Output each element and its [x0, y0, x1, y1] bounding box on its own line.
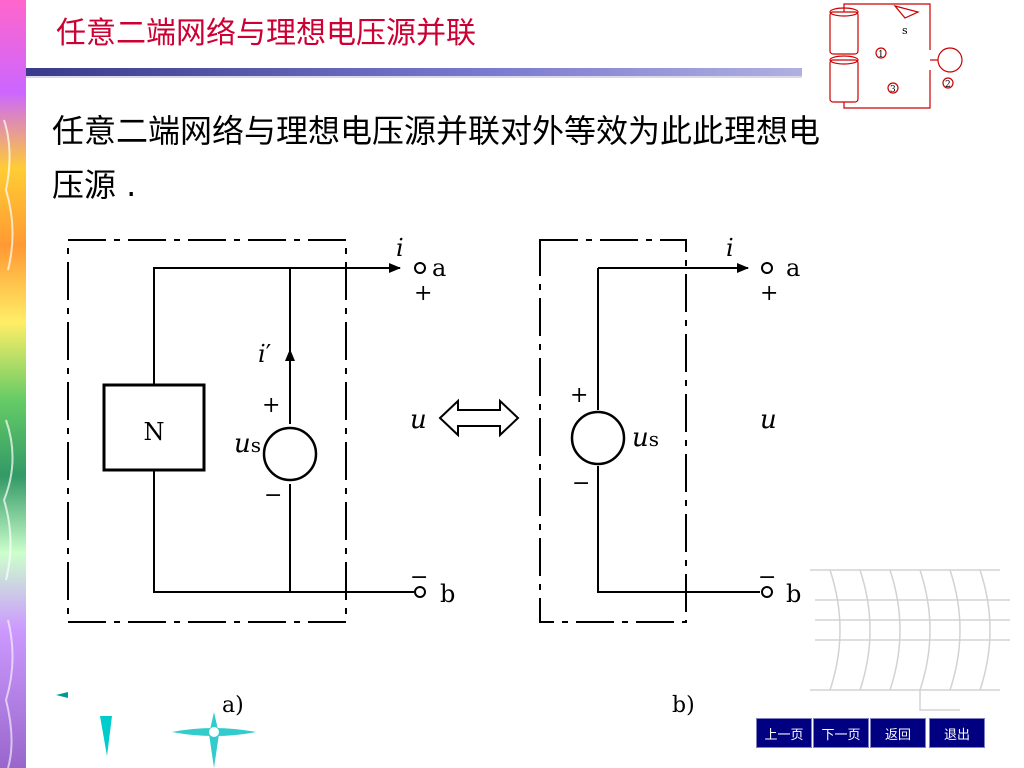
- deco-label-2: 2: [945, 80, 951, 90]
- deco-label-1: 1: [878, 50, 884, 60]
- deco-switch-label: s: [902, 24, 908, 37]
- terminal-a-node-b: [761, 262, 773, 274]
- decorative-coil-watermark: [810, 569, 1010, 711]
- network-boundary-a: [67, 239, 347, 623]
- prev-page-button[interactable]: 上一页: [756, 718, 812, 748]
- terminal-b-label-b: b: [786, 580, 801, 608]
- source-plus-a: +: [262, 393, 280, 418]
- page-title: 任意二端网络与理想电压源并联: [56, 16, 476, 51]
- next-page-button[interactable]: 下一页: [813, 718, 869, 748]
- source-minus-b: −: [572, 471, 590, 496]
- circuit-b-wiring: [597, 263, 760, 593]
- caption-b: b): [672, 693, 695, 718]
- network-n-box: [102, 383, 206, 472]
- equivalence-voltage-label: u: [410, 405, 427, 435]
- network-boundary-b: [539, 239, 687, 623]
- terminal-a-node-a: [414, 262, 426, 274]
- terminal-b-node-a: [414, 586, 426, 598]
- terminal-a-label-a: a: [432, 254, 446, 282]
- source-label-b: us: [632, 423, 659, 453]
- terminal-b-node-b: [761, 586, 773, 598]
- double-arrow-icon: [438, 398, 520, 438]
- source-label-a: us: [234, 429, 261, 459]
- terminal-minus-a: −: [410, 565, 428, 590]
- voltage-source-b: [570, 410, 626, 466]
- terminal-a-label-b: a: [786, 254, 800, 282]
- exit-button[interactable]: 退出: [929, 718, 985, 748]
- terminal-plus-b: +: [760, 281, 778, 306]
- inner-current-label-a: i′: [258, 340, 271, 368]
- terminal-minus-b: −: [758, 565, 776, 590]
- statement-text: 任意二端网络与理想电压源并联对外等效为此此理想电压源 .: [52, 112, 821, 204]
- caption-a: a): [222, 693, 244, 718]
- title-underline-shadow: [26, 76, 802, 78]
- current-label-b: i: [726, 234, 734, 262]
- network-n-label: N: [144, 418, 165, 446]
- decorative-sparkle-icon: [56, 692, 256, 768]
- voltage-label-b: u: [760, 405, 777, 435]
- circuit-a-wiring: [153, 263, 414, 593]
- back-button[interactable]: 返回: [870, 718, 926, 748]
- terminal-plus-a: +: [414, 281, 432, 306]
- current-label-a: i: [396, 234, 404, 262]
- terminal-b-label-a: b: [440, 580, 455, 608]
- decorative-circuit-icon: [829, 3, 963, 109]
- source-minus-a: −: [264, 483, 282, 508]
- deco-label-3: 3: [890, 85, 896, 95]
- title-underline-bar: [26, 68, 802, 76]
- source-plus-b: +: [570, 383, 588, 408]
- decorative-left-strip: [0, 0, 26, 768]
- voltage-source-a: [262, 426, 318, 482]
